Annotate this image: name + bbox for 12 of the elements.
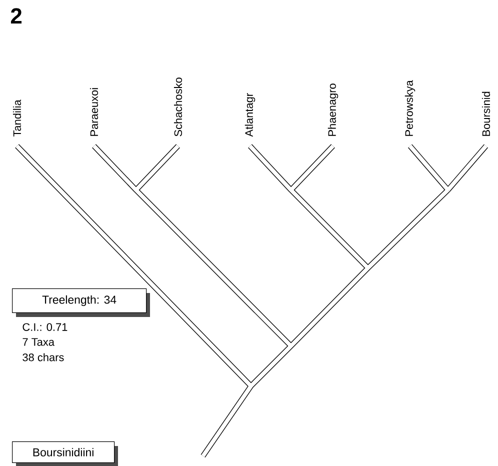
taxon-label: Phaenagro [328, 84, 338, 136]
shadowed-box: Boursinidiini [12, 441, 118, 466]
taxon-label: Tandilia [12, 100, 22, 137]
taxon-label: Petrowskya [404, 80, 416, 136]
taxon-label: Paraeuxoi [90, 88, 98, 136]
taxon-label: Schachosko [174, 78, 182, 136]
taxon-label: Boursinid [482, 92, 490, 136]
panel-number: 2 [10, 8, 22, 24]
shadowed-box: Treelength: 34 [12, 288, 150, 317]
taxon-label: Atlantagr [244, 93, 256, 137]
statistic-text: 38 chars [22, 353, 64, 362]
statistic-text: 7 Taxa [22, 338, 54, 346]
